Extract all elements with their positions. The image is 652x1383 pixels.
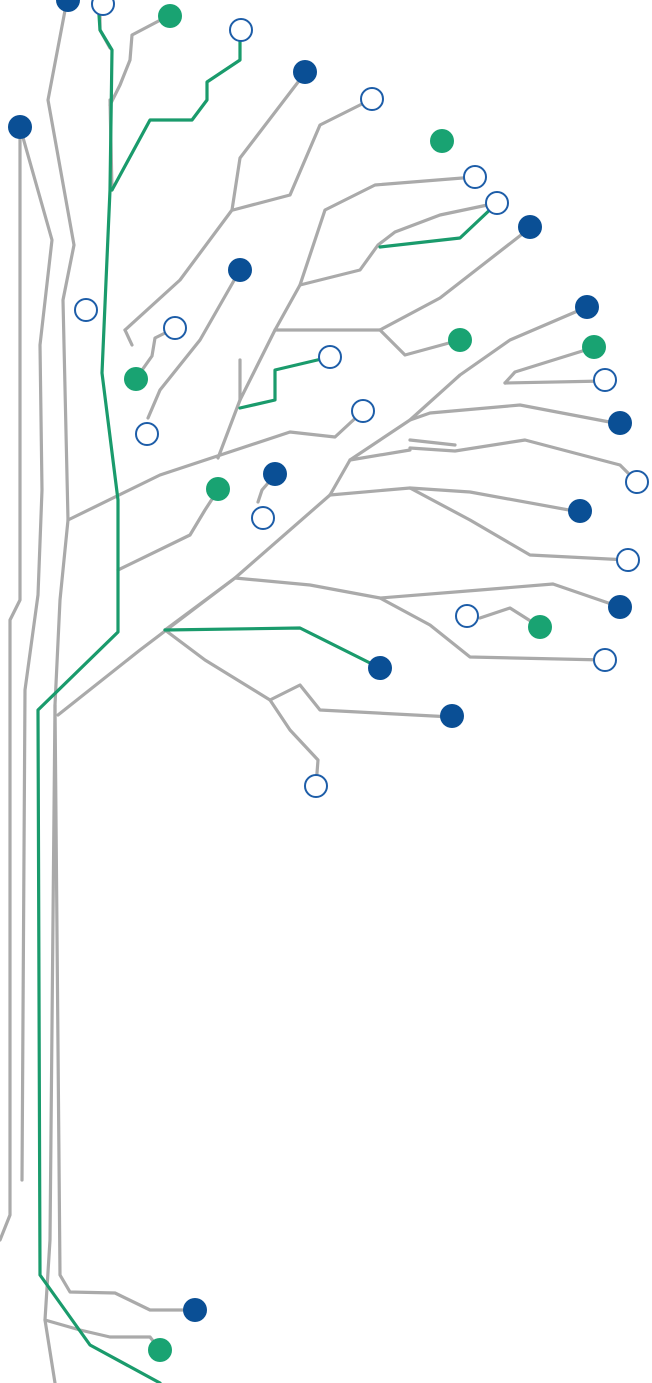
hollow-node-dot [251,506,275,530]
gray-branch-line [298,201,499,287]
gray-branch-line [503,379,607,385]
blue-node-dot [440,704,464,728]
green-branch-line [110,28,242,192]
gray-branch-line [378,596,607,662]
gray-branch-line [123,71,307,332]
green-node-dot [582,335,606,359]
hollow-node-dot [229,18,253,42]
hollow-node-dot [135,422,159,446]
gray-branch-line [408,486,630,562]
hollow-node-dot [593,648,617,672]
blue-node-dot [368,656,392,680]
gray-branch-line [408,438,457,447]
hollow-node-dot [455,604,479,628]
green-node-dot [430,129,454,153]
hollow-node-dot [318,345,342,369]
gray-branch-line [108,13,172,107]
hollow-node-dot [351,399,375,423]
blue-node-dot [263,462,287,486]
gray-branch-line [216,175,477,460]
hollow-node-dot [485,191,509,215]
gray-branch-line [116,488,220,572]
green-node-dot [148,1338,172,1362]
green-node-dot [206,477,230,501]
hollow-node-dot [304,774,328,798]
gray-branch-line [233,576,622,609]
gray-branch-line [53,703,197,1312]
gray-branch-line [0,125,22,1242]
gray-branch-line [408,438,639,484]
hollow-node-dot [625,470,649,494]
blue-node-dot [293,60,317,84]
hollow-node-dot [163,316,187,340]
blue-node-dot [56,0,80,12]
green-node-dot [528,615,552,639]
hollow-node-dot [463,165,487,189]
hollow-node-dot [360,87,384,111]
hollow-node-dot [74,298,98,322]
hollow-node-dot [91,0,115,16]
blue-node-dot [8,115,32,139]
green-node-dot [158,4,182,28]
gray-branch-line [163,576,237,632]
green-branch-line [163,626,382,670]
gray-branch-line [66,410,364,522]
blue-node-dot [608,411,632,435]
gray-branch-line [163,628,454,719]
blue-node-dot [608,595,632,619]
gray-branch-line [408,403,622,426]
gray-branch-line [123,328,134,347]
blue-node-dot [183,1298,207,1322]
hollow-node-dot [616,548,640,572]
green-branch-line [238,355,332,410]
gray-branch-line [378,328,462,357]
gray-branch-line [43,0,76,1383]
green-branch-line [36,0,162,1383]
blue-node-dot [575,295,599,319]
gray-branch-line [268,698,320,788]
green-node-dot [448,328,472,352]
branch-nodes [8,0,649,1362]
blue-node-dot [518,215,542,239]
gray-branch-line [273,226,532,332]
green-node-dot [124,367,148,391]
green-branches [36,0,497,1383]
gray-branch-line [328,486,582,514]
gray-branch-line [43,1318,162,1352]
green-branch-line [378,203,497,249]
gray-branch-line [348,448,412,462]
blue-node-dot [568,499,592,523]
blue-node-dot [228,258,252,282]
hollow-node-dot [593,368,617,392]
gray-branch-line [503,346,594,385]
gray-branch-line [231,97,374,212]
gray-branch-line [146,268,242,420]
gray-branch-line [18,125,54,1182]
